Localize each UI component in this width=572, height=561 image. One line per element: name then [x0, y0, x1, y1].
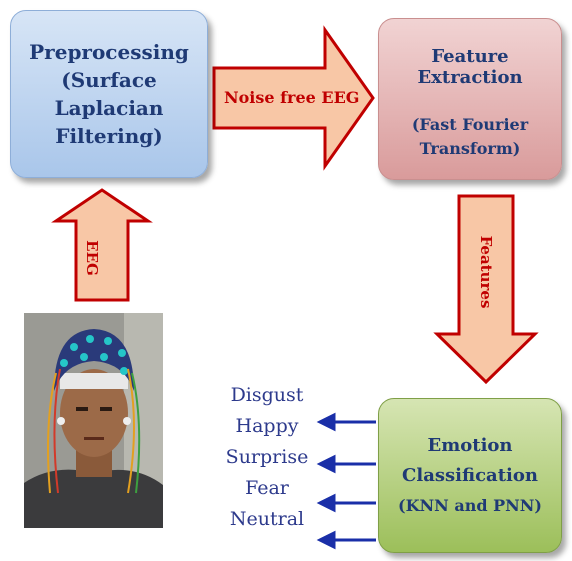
emotion-title-line2: Classification	[402, 464, 538, 486]
feature-extraction-box: Feature Extraction (Fast Fourier Transfo…	[378, 18, 562, 180]
preprocessing-method-line1: (Surface Laplacian	[54, 68, 164, 120]
noise-free-arrow	[212, 25, 375, 171]
eeg-subject-photo	[24, 313, 163, 528]
feature-extraction-method-line1: (Fast Fourier	[411, 115, 529, 134]
features-arrow	[433, 194, 539, 385]
emotion-happy: Happy	[235, 415, 299, 437]
emotion-method: (KNN and PNN)	[398, 495, 542, 515]
preprocessing-title: Preprocessing	[29, 40, 189, 64]
emotion-surprise: Surprise	[225, 446, 309, 468]
emotion-title-line1: Emotion	[427, 434, 513, 456]
eeg-arrow	[51, 188, 153, 302]
emotion-classification-box: Emotion Classification (KNN and PNN)	[378, 398, 562, 553]
feature-extraction-method-line2: Transform)	[419, 139, 521, 158]
emotion-labels: Disgust Happy Surprise Fear Neutral	[222, 380, 312, 535]
emotion-neutral: Neutral	[229, 508, 305, 530]
noise-free-eeg-label: Noise free EEG	[224, 88, 360, 107]
feature-extraction-title: Feature Extraction	[417, 46, 523, 88]
emotion-arrows	[316, 412, 376, 550]
emotion-fear: Fear	[245, 477, 289, 499]
features-label: Features	[477, 235, 495, 309]
eeg-label: EEG	[83, 240, 101, 276]
preprocessing-method-line2: Filtering)	[55, 124, 163, 148]
preprocessing-box: Preprocessing (Surface Laplacian Filteri…	[10, 10, 208, 178]
emotion-disgust: Disgust	[230, 384, 304, 406]
